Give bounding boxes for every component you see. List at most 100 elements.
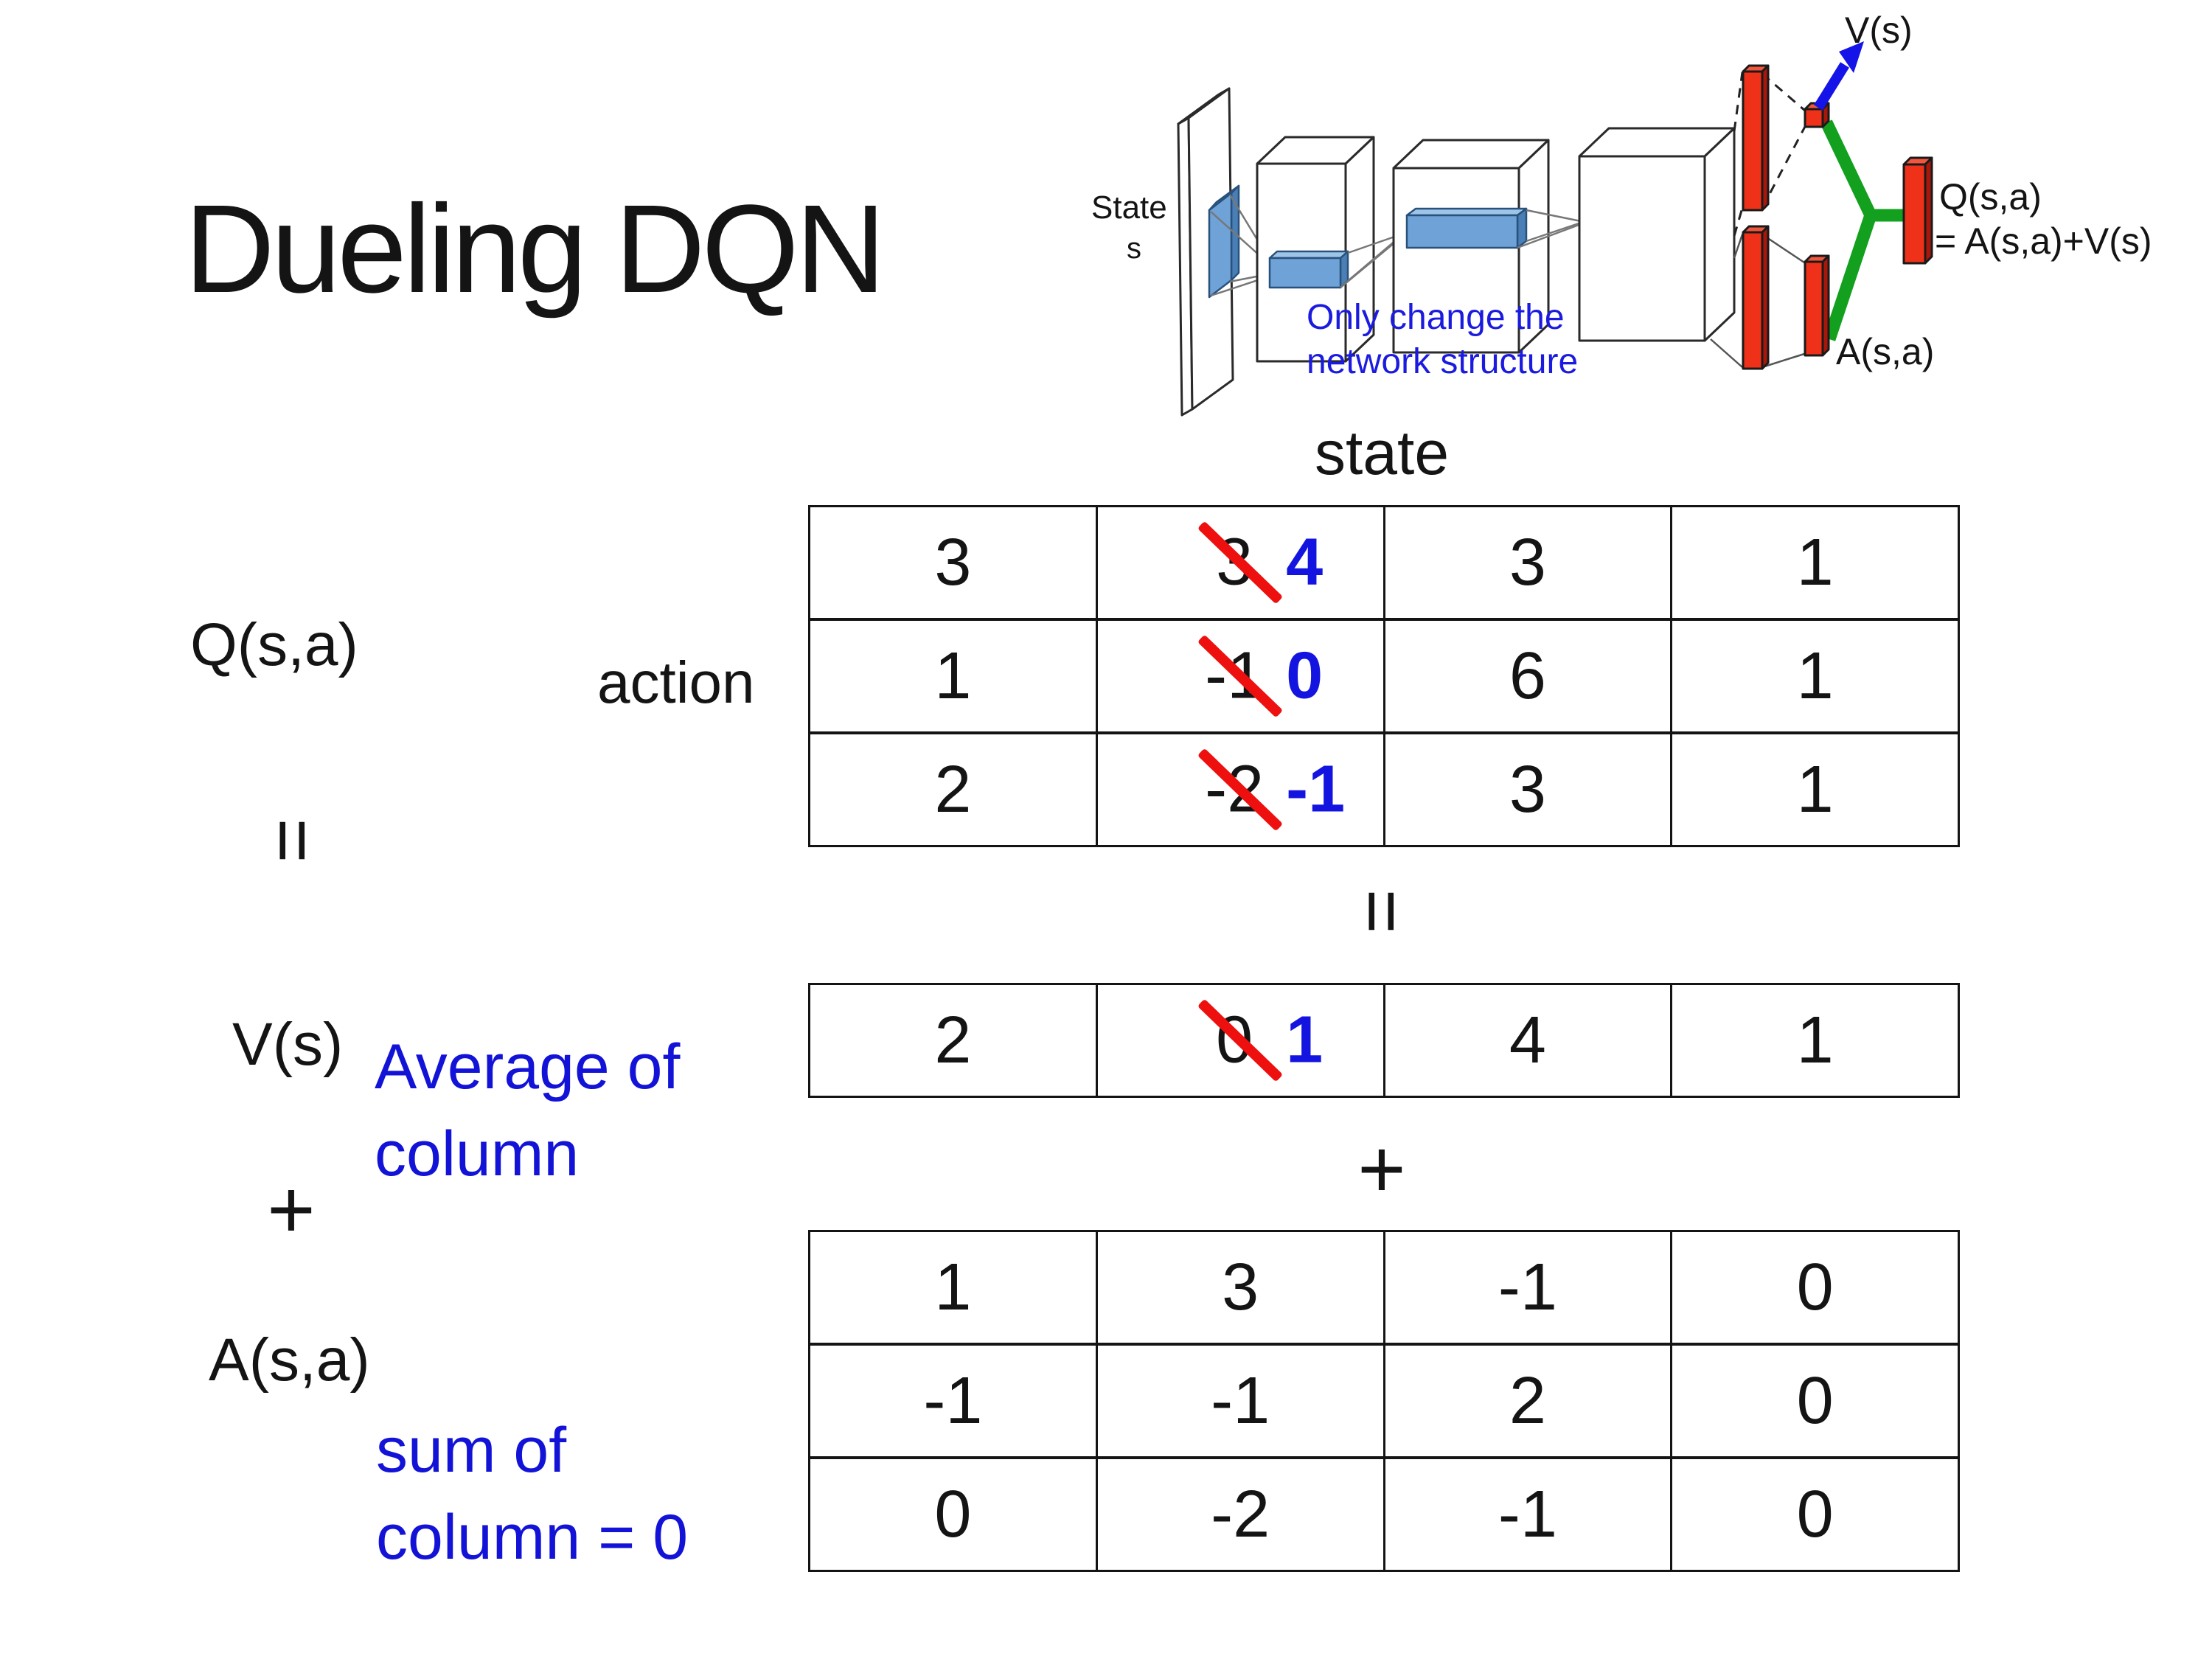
q-cell-struck: -2 -1 [1095, 734, 1383, 845]
q-cell: 3 [810, 507, 1096, 618]
cell-value: 2 [934, 752, 972, 827]
cell-value: 2 [1509, 1363, 1546, 1438]
q-cell-struck: 3 4 [1095, 507, 1383, 618]
a-cell: 0 [1670, 1459, 1958, 1570]
a-matrix-label: A(s,a) [209, 1326, 370, 1394]
fc-box [1578, 127, 1736, 342]
sum-note-line1: sum of [376, 1415, 567, 1486]
q-cell: 3 [1382, 734, 1671, 845]
cell-value: 3 [934, 525, 972, 599]
cell-value: 1 [1796, 525, 1834, 599]
new-value: 4 [1286, 525, 1324, 599]
new-value: 1 [1286, 1003, 1324, 1077]
value-scalar-node [1804, 102, 1830, 128]
q-cell: 1 [1670, 507, 1958, 618]
v-cell: 1 [1670, 985, 1958, 1096]
slide-title: Dueling DQN [184, 179, 886, 319]
a-cell: 0 [1670, 1232, 1958, 1343]
a-cell: -2 [1095, 1459, 1383, 1570]
diagram-note-line2: network structure [1307, 342, 1578, 381]
q-cell-struck: -1 0 [1095, 621, 1383, 731]
cell-value: 3 [1509, 752, 1546, 827]
cell-value: 1 [934, 639, 972, 713]
q-value-table: 3 3 4 3 1 1 -1 0 6 1 2 -2 -1 [808, 505, 1960, 847]
dueling-network-diagram: State s V(s) Q(s,a) = A(s,a)+V(s) A(s,a)… [1091, 10, 2152, 417]
cell-value: -1 [1498, 1477, 1557, 1551]
cell-value: -1 [1498, 1250, 1557, 1324]
a-cell: -1 [810, 1346, 1096, 1456]
advantage-fc-bar [1742, 225, 1770, 370]
table-row: -1 -1 2 0 [810, 1343, 1958, 1456]
a-cell: 0 [810, 1459, 1096, 1570]
v-value-table: 2 0 1 4 1 [808, 983, 1960, 1098]
plus-sign-left: + [267, 1163, 316, 1256]
q-cell: 1 [810, 621, 1096, 731]
cell-value: 0 [1796, 1477, 1834, 1551]
cell-value: 4 [1509, 1003, 1546, 1077]
new-value: 0 [1286, 639, 1324, 713]
v-matrix-label: V(s) [232, 1011, 344, 1078]
a-cell: -1 [1095, 1346, 1383, 1456]
conv-patch-icon [1208, 184, 1240, 299]
a-cell: -1 [1382, 1459, 1671, 1570]
cell-value: -1 [1211, 1363, 1270, 1438]
cell-value: 1 [1796, 639, 1834, 713]
fan-lines-3 [1517, 209, 1582, 249]
average-note-line2: column [375, 1119, 580, 1189]
a-cell: 1 [810, 1232, 1096, 1343]
v-cell-struck: 0 1 [1095, 985, 1383, 1096]
cell-value: -1 [923, 1363, 983, 1438]
feature-bar-1 [1268, 250, 1349, 289]
a-cell: 2 [1382, 1346, 1671, 1456]
average-note-line1: Average of [375, 1032, 681, 1102]
diagram-note-line1: Only change the [1307, 298, 1565, 337]
q-cell: 1 [1670, 621, 1958, 731]
q-cell: 3 [1382, 507, 1671, 618]
cell-value: 0 [934, 1477, 972, 1551]
equals-sign-middle: = [1339, 888, 1425, 934]
table-row: 1 -1 0 6 1 [810, 618, 1958, 731]
value-fc-bar [1742, 64, 1770, 212]
table-row: 2 0 1 4 1 [810, 985, 1958, 1096]
v-cell: 2 [810, 985, 1096, 1096]
q-cell: 6 [1382, 621, 1671, 731]
sum-note-line2: column = 0 [376, 1502, 689, 1573]
diagram-v-output-label: V(s) [1845, 10, 1913, 51]
fan-lines-2 [1340, 233, 1402, 288]
equals-sign-left: = [250, 818, 336, 863]
diagram-state-label: State [1091, 189, 1167, 226]
sum-of-column-note: sum of column = 0 [376, 1407, 688, 1581]
q-matrix-label: Q(s,a) [190, 611, 358, 678]
cell-value: 3 [1222, 1250, 1259, 1324]
action-axis-header: action [597, 650, 755, 715]
diagram-q-equation-label: = A(s,a)+V(s) [1935, 220, 2152, 262]
table-row: 0 -2 -1 0 [810, 1456, 1958, 1570]
cell-value: 0 [1796, 1250, 1834, 1324]
table-row: 1 3 -1 0 [810, 1232, 1958, 1343]
value-arrow [1814, 41, 1864, 111]
v-cell: 4 [1382, 985, 1671, 1096]
cell-value: -2 [1211, 1477, 1270, 1551]
feature-bar-2 [1405, 207, 1528, 249]
cell-value: 1 [934, 1250, 972, 1324]
q-cell: 1 [1670, 734, 1958, 845]
diagram-q-output-label: Q(s,a) [1939, 176, 2042, 218]
conv-box-2 [1392, 139, 1550, 354]
cell-value: 3 [1509, 525, 1546, 599]
diagram-state-s-label: s [1127, 232, 1141, 265]
state-axis-header: state [1314, 418, 1450, 487]
q-output-bar [1902, 156, 1933, 265]
aggregation-branch [1820, 119, 1907, 341]
plus-sign-middle: + [1357, 1122, 1406, 1215]
cell-value: 1 [1796, 1003, 1834, 1077]
diagram-a-output-label: A(s,a) [1836, 331, 1934, 372]
a-cell: 3 [1095, 1232, 1383, 1343]
value-stream-connections [1733, 72, 1808, 237]
new-value: -1 [1286, 752, 1346, 827]
table-row: 2 -2 -1 3 1 [810, 731, 1958, 845]
a-cell: 0 [1670, 1346, 1958, 1456]
advantage-vector-bar [1804, 254, 1830, 357]
a-cell: -1 [1382, 1232, 1671, 1343]
cell-value: 6 [1509, 639, 1546, 713]
